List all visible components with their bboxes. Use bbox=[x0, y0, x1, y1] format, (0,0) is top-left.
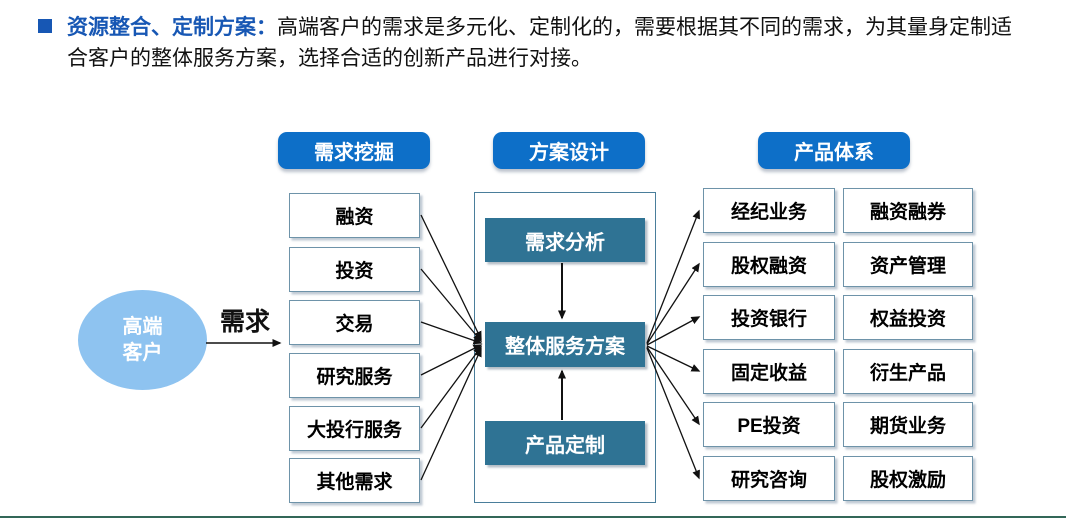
product-item: 经纪业务 bbox=[703, 188, 835, 233]
demand-item: 其他需求 bbox=[289, 458, 420, 503]
product-item: 期货业务 bbox=[843, 402, 973, 447]
solution-step-product-custom: 产品定制 bbox=[485, 421, 645, 465]
product-item: PE投资 bbox=[703, 402, 835, 447]
product-item: 资产管理 bbox=[843, 242, 973, 287]
demand-arrow-label: 需求 bbox=[219, 308, 270, 336]
product-item: 股权激励 bbox=[843, 456, 973, 501]
demand-item: 融资 bbox=[289, 193, 420, 238]
customer-line1: 高端 bbox=[122, 316, 163, 338]
demand-item: 投资 bbox=[289, 247, 420, 292]
header-body: 高端客户的需求是多元化、定制化的，需要根据其不同的需求，为其量身定制适合客户的整… bbox=[67, 16, 1012, 70]
solution-step-analysis: 需求分析 bbox=[485, 218, 645, 262]
slide-header: 资源整合、定制方案：高端客户的需求是多元化、定制化的，需要根据其不同的需求，为其… bbox=[38, 12, 1028, 74]
product-item: 投资银行 bbox=[703, 295, 835, 340]
product-item: 固定收益 bbox=[703, 349, 835, 394]
stage-demand-mining: 需求挖掘 bbox=[278, 132, 430, 169]
stage-solution-design: 方案设计 bbox=[493, 132, 645, 169]
solution-step-overall-plan: 整体服务方案 bbox=[485, 322, 645, 367]
product-item: 股权融资 bbox=[703, 242, 835, 287]
product-item: 融资融券 bbox=[843, 188, 973, 233]
product-item: 衍生产品 bbox=[843, 349, 973, 394]
customer-ellipse: 高端 客户 bbox=[78, 290, 207, 390]
footer-divider bbox=[0, 516, 1066, 518]
header-text: 资源整合、定制方案：高端客户的需求是多元化、定制化的，需要根据其不同的需求，为其… bbox=[67, 12, 1028, 74]
product-item: 研究咨询 bbox=[703, 456, 835, 501]
demand-item: 研究服务 bbox=[289, 353, 420, 398]
demand-item: 交易 bbox=[289, 300, 420, 345]
header-highlight: 资源整合、定制方案： bbox=[67, 16, 277, 39]
bullet-square-icon bbox=[38, 19, 52, 33]
demand-item: 大投行服务 bbox=[289, 406, 420, 451]
product-item: 权益投资 bbox=[843, 295, 973, 340]
stage-product-system: 产品体系 bbox=[758, 132, 910, 169]
customer-line2: 客户 bbox=[122, 342, 163, 364]
